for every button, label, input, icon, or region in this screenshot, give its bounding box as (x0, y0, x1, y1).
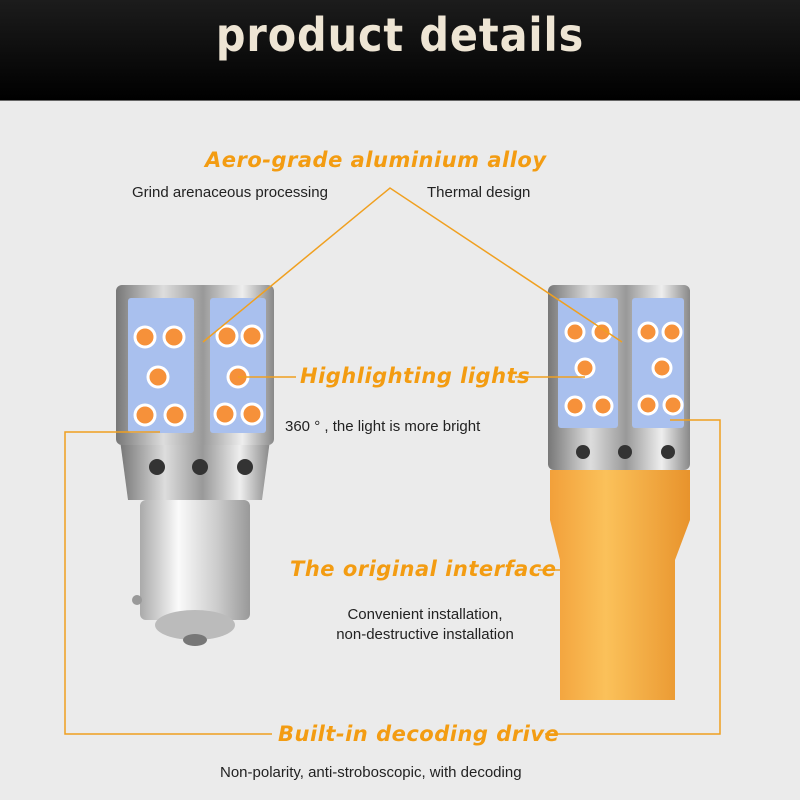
feature-note-thermal: Thermal design (427, 184, 531, 201)
bulb-t20 (548, 285, 690, 700)
feature-title-decoding: Built-in decoding drive (278, 722, 560, 746)
feature-note-360: 360 ° , the light is more bright (285, 418, 481, 435)
feature-note-decoding: Non-polarity, anti-stroboscopic, with de… (220, 764, 522, 781)
feature-note-grind: Grind arenaceous processing (132, 184, 328, 201)
page-title: product details (215, 8, 585, 62)
bulb-ba15s (116, 285, 274, 646)
feature-title-interface: The original interface (290, 557, 557, 581)
header-banner: product details (0, 0, 800, 101)
note-line-1: Convenient installation, (347, 606, 503, 623)
feature-title-alloy: Aero-grade aluminium alloy (205, 148, 547, 172)
feature-title-lights: Highlighting lights (300, 364, 531, 388)
callout-lines (64, 187, 721, 735)
feature-note-installation: Convenient installation, non-destructive… (305, 606, 545, 643)
note-line-2: non-destructive installation (336, 626, 514, 643)
